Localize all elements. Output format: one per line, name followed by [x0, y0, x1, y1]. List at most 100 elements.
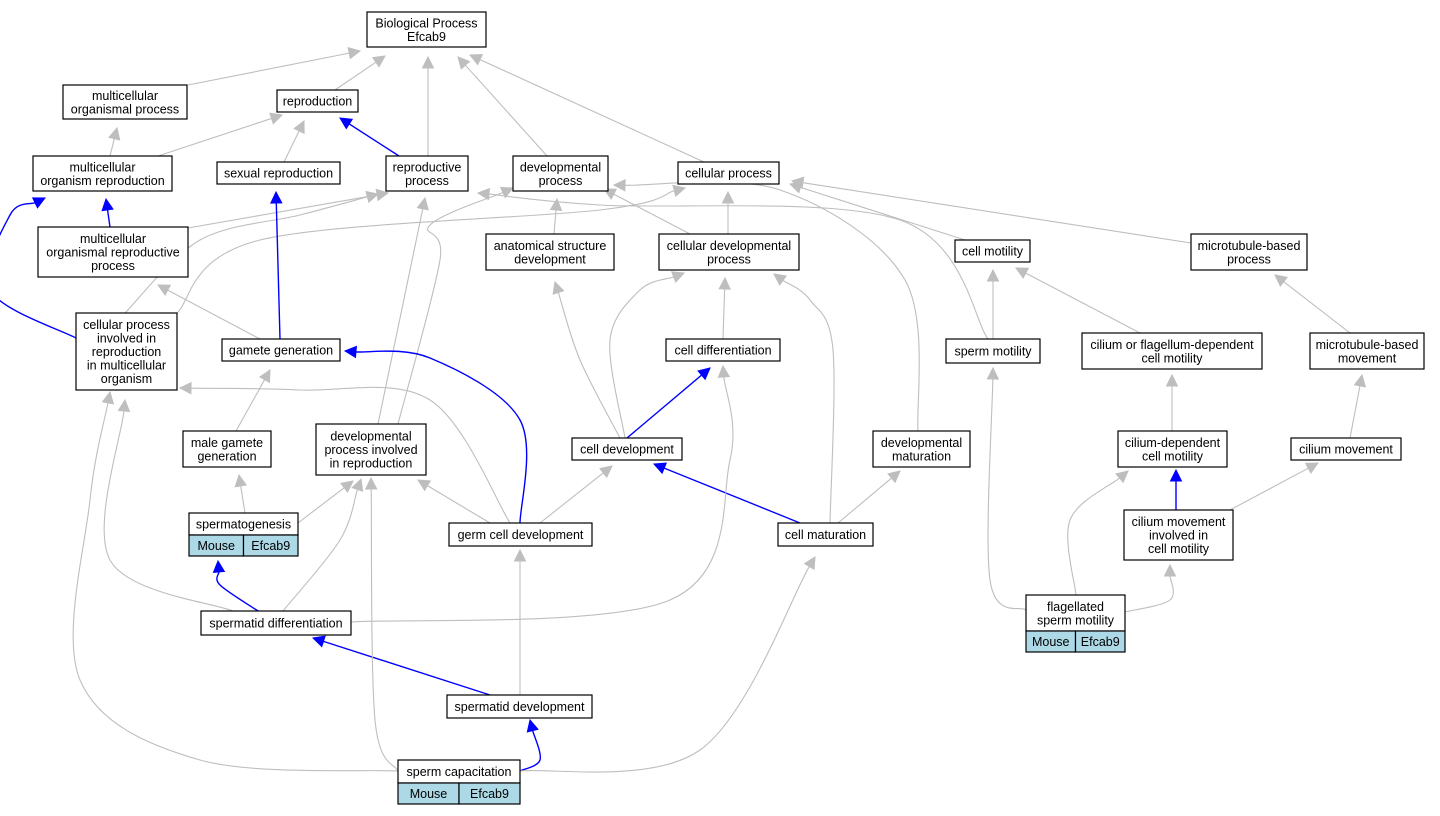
arrowhead [986, 268, 1000, 282]
arrowhead [1304, 462, 1319, 474]
node-spermatid-differentiation[interactable]: spermatid differentiation [200, 610, 352, 636]
node-label-line: cell maturation [785, 528, 866, 542]
node-box [216, 161, 341, 185]
edges-layer [0, 47, 1367, 773]
edge-cell-development-to-anatomical-structure-development [552, 280, 621, 439]
node-label-line: organism [101, 372, 152, 386]
node-spermatid-development[interactable]: spermatid development [446, 694, 593, 719]
edge-line [297, 487, 345, 524]
node-box [366, 11, 487, 48]
arrowhead [343, 345, 357, 359]
node-label-line: process [539, 174, 583, 188]
edge-male-gamete-generation-to-gamete-generation [235, 369, 271, 432]
edge-line [187, 194, 378, 229]
annotation-cell [1074, 630, 1126, 653]
node-germ-cell-development[interactable]: germ cell development [448, 522, 593, 547]
node-reproduction[interactable]: reproduction [276, 89, 359, 113]
node-cell-maturation[interactable]: cell maturation [777, 522, 874, 547]
arrowhead [552, 280, 565, 295]
edge-spermatogenesis-to-male-gamete-generation [234, 473, 248, 514]
edge-cell-development-to-cell-differentiation [626, 367, 711, 439]
edge-flagellated-sperm-motility-to-cilium-movement-involved-in-cell-motility [1124, 563, 1177, 613]
node-box [571, 437, 683, 461]
node-label-line: sperm motility [1037, 613, 1115, 627]
node-label-line: organismal reproductive [46, 246, 179, 260]
node-box [1081, 332, 1263, 370]
edge-multicellular-organism-reproduction-to-multicellular-organismal-process [108, 126, 121, 157]
arrowhead [234, 473, 248, 488]
arrowhead [1353, 373, 1367, 388]
edge-developmental-process-to-biological-process [457, 56, 548, 157]
arrowhead [652, 462, 668, 475]
edge-microtubule-based-movement-to-microtubule-based-process [1274, 274, 1351, 334]
edge-germ-cell-development-to-cell-development [539, 465, 613, 524]
node-gamete-generation[interactable]: gamete generation [221, 338, 341, 362]
node-box [677, 161, 780, 185]
annotation-efcab9: Efcab9 [470, 787, 509, 801]
node-label-line: reproduction [283, 95, 353, 109]
edge-line [782, 279, 835, 524]
node-box [446, 694, 593, 719]
node-label-line: spermatid development [455, 700, 585, 714]
node-label-line: cilium-dependent [1125, 436, 1221, 450]
edge-gamete-generation-to-multicellular-organismal-reproductive-process [157, 284, 261, 340]
edge-line [283, 130, 300, 163]
edge-line [488, 193, 989, 340]
edge-cilium-movement-to-microtubule-based-movement [1349, 373, 1367, 439]
node-cell-differentiation[interactable]: cell differentiation [665, 338, 781, 362]
node-label-line: cellular process [685, 167, 772, 181]
node-label-line: cellular process [83, 318, 170, 332]
arrowhead [549, 197, 563, 211]
node-label-line: process [91, 259, 135, 273]
edge-spermatid-development-to-spermatid-differentiation [311, 635, 491, 696]
nodes-layer: Biological ProcessEfcab9multicellularorg… [32, 11, 1425, 805]
arrowhead [1274, 274, 1288, 288]
edge-line [370, 488, 399, 772]
edge-line [72, 402, 399, 772]
node-cilium-movement[interactable]: cilium movement [1290, 437, 1402, 461]
edge-flagellated-sperm-motility-to-sperm-motility [986, 366, 1027, 611]
node-label-line: cell motility [962, 245, 1024, 259]
node-label-line: multicellular [70, 160, 136, 174]
node-label-line: sexual reproduction [224, 167, 333, 181]
annotation-cell [458, 782, 521, 805]
arrowhead [371, 55, 386, 68]
node-cell-motility[interactable]: cell motility [954, 239, 1031, 263]
node-sexual-reproduction[interactable]: sexual reproduction [216, 161, 341, 185]
node-cell-development[interactable]: cell development [571, 437, 683, 461]
edge-line [1229, 467, 1309, 511]
arrowhead [157, 284, 172, 296]
edge-line [722, 288, 726, 340]
node-box [1309, 332, 1425, 370]
arrowhead [340, 480, 354, 493]
edge-cell-maturation-to-cellular-developmental-process [773, 273, 835, 524]
edge-line [539, 472, 604, 524]
node-cellular-process[interactable]: cellular process [677, 161, 780, 185]
node-box [1117, 430, 1228, 468]
node-sperm-motility[interactable]: sperm motility [945, 338, 1041, 364]
edge-sperm-capacitation-to-spermatid-development [519, 718, 542, 772]
annotation-mouse: Mouse [410, 787, 448, 801]
annotation-efcab9: Efcab9 [1081, 635, 1120, 649]
node-label-line: process involved [324, 443, 417, 457]
